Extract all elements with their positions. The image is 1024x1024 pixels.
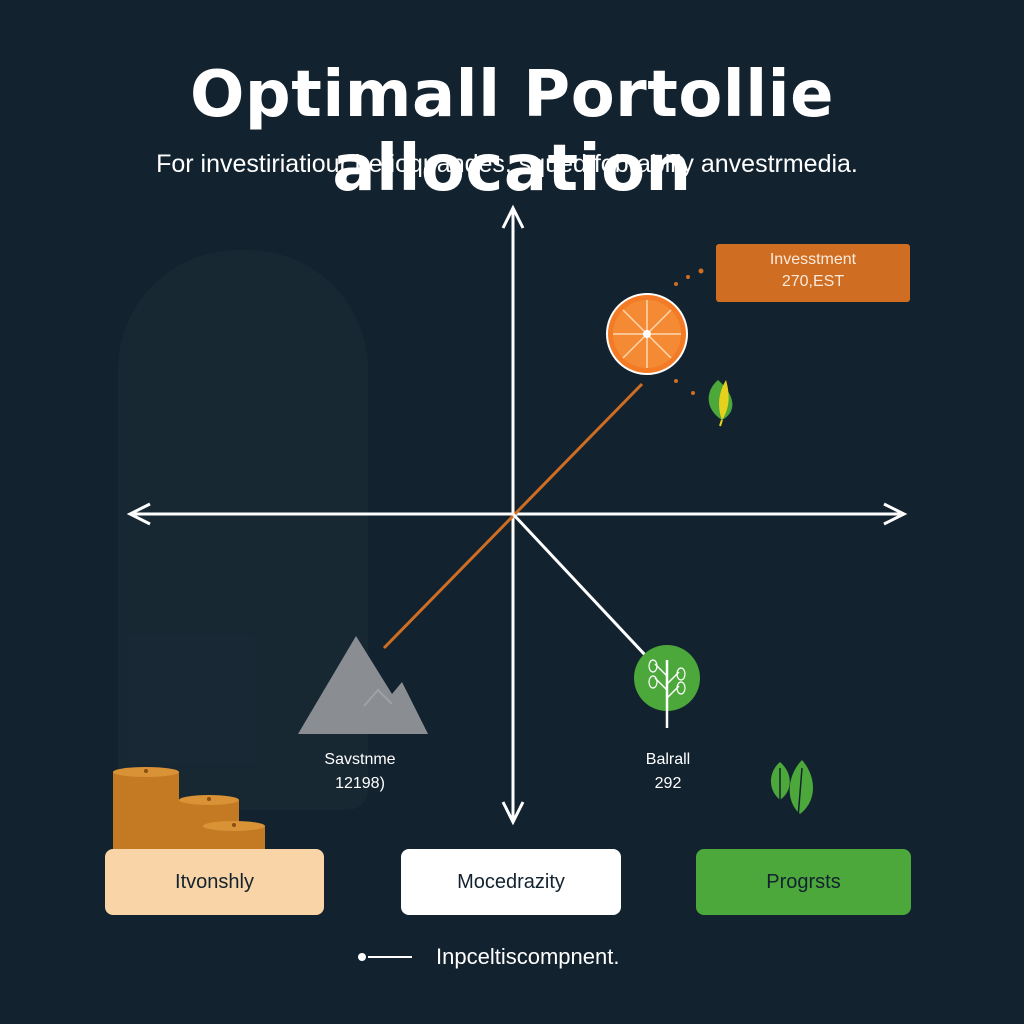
callout-connector-dots — [674, 268, 704, 395]
investment-callout: Invesstment 270,EST — [716, 244, 910, 302]
white-trend-line — [511, 512, 648, 658]
page-title: Optimall Portollie allocation — [190, 58, 834, 206]
savstnme-name: Savstnme — [324, 751, 396, 768]
orange-slice-icon — [606, 293, 688, 375]
balrall-name: Balrall — [645, 751, 691, 768]
legend-line-icon — [368, 956, 412, 958]
legend-text: Inpceltiscompnent. — [436, 944, 620, 969]
tree-icon — [634, 645, 700, 728]
callout-title: Invesstment — [769, 251, 857, 268]
balrall-value: 292 — [654, 775, 682, 792]
leaf-icon — [708, 380, 733, 427]
savstnme-label: Savstnme 12198) — [300, 748, 420, 796]
savstnme-value: 12198) — [335, 775, 385, 792]
legend-dot-icon — [358, 953, 366, 961]
legend-footnote: Inpceltiscompnent. — [358, 940, 619, 974]
balrall-label: Balrall 292 — [618, 748, 718, 796]
page-subtitle: For investiriatiour betioquandes, squed … — [156, 150, 858, 178]
callout-value: 270,EST — [781, 273, 845, 290]
mocedrazity-button[interactable]: Mocedrazity — [401, 849, 621, 915]
twin-leaves-icon — [770, 760, 813, 819]
coin-stack-icon — [113, 767, 265, 856]
mountain-icon — [298, 636, 428, 734]
itvonshly-button[interactable]: Itvonshly — [105, 849, 324, 915]
progrsts-button[interactable]: Progrsts — [696, 849, 911, 915]
